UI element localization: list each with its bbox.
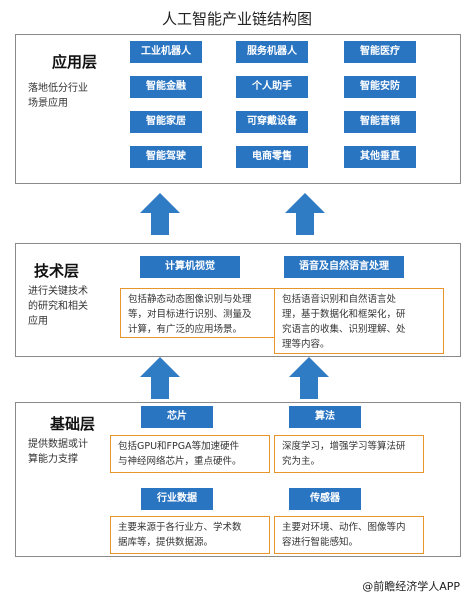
app-item-personal-assistant: 个人助手 bbox=[236, 76, 308, 98]
technology-layer-desc-line-2: 的研究和相关 bbox=[28, 301, 88, 312]
app-item-smart-medical: 智能医疗 bbox=[344, 41, 416, 63]
foundation-item-algorithm: 算法 bbox=[289, 406, 361, 428]
computer-vision-description: 包括静态动态图像识别与处理 等，对目标进行识别、测量及 计算，有广泛的应用场景。 bbox=[120, 288, 282, 338]
app-item-wearable: 可穿戴设备 bbox=[236, 111, 308, 133]
application-layer-desc-line-2: 场景应用 bbox=[28, 98, 68, 109]
sensor-description: 主要对环境、动作、图像等内 容进行智能感知。 bbox=[274, 516, 424, 554]
app-item-smart-finance: 智能金融 bbox=[130, 76, 202, 98]
speech-nlp-description: 包括语音识别和自然语言处 理，基于数据化和框架化，研 究语言的收集、识别理解、处… bbox=[274, 288, 444, 354]
arrow-up-icon bbox=[289, 357, 329, 399]
app-item-smart-home: 智能家居 bbox=[130, 111, 202, 133]
foundation-item-sensor: 传感器 bbox=[289, 488, 361, 510]
foundation-item-chip: 芯片 bbox=[141, 406, 213, 428]
app-item-other-vertical: 其他垂直 bbox=[344, 146, 416, 168]
app-item-ecommerce-retail: 电商零售 bbox=[236, 146, 308, 168]
app-item-service-robot: 服务机器人 bbox=[236, 41, 308, 63]
source-credit: @前瞻经济学人APP bbox=[362, 580, 460, 593]
arrow-up-icon bbox=[140, 193, 180, 235]
foundation-layer-panel: 基础层 提供数据或计 算能力支撑 芯片 算法 包括GPU和FPGA等加速硬件 与… bbox=[15, 402, 461, 557]
foundation-layer-desc-line-1: 提供数据或计 bbox=[28, 439, 88, 450]
technology-layer-desc-line-3: 应用 bbox=[28, 316, 48, 327]
algorithm-description: 深度学习，增强学习等算法研 究为主。 bbox=[274, 435, 424, 473]
technology-layer-panel: 技术层 进行关键技术 的研究和相关 应用 计算机视觉 语音及自然语言处理 包括静… bbox=[15, 243, 461, 357]
tech-item-speech-nlp: 语音及自然语言处理 bbox=[284, 256, 404, 278]
app-item-smart-marketing: 智能营销 bbox=[344, 111, 416, 133]
technology-layer-desc-line-1: 进行关键技术 bbox=[28, 286, 88, 297]
arrow-up-icon bbox=[285, 193, 325, 235]
app-item-industrial-robot: 工业机器人 bbox=[130, 41, 202, 63]
application-layer-desc-line-1: 落地低分行业 bbox=[28, 83, 88, 94]
application-layer-panel: 应用层 落地低分行业 场景应用 工业机器人 服务机器人 智能医疗 智能金融 个人… bbox=[15, 34, 461, 184]
technology-layer-heading: 技术层 bbox=[34, 262, 80, 280]
foundation-layer-heading: 基础层 bbox=[50, 415, 96, 433]
industry-data-description: 主要来源于各行业方、学术数 据库等，提供数据源。 bbox=[110, 516, 270, 554]
tech-item-computer-vision: 计算机视觉 bbox=[140, 256, 240, 278]
foundation-item-industry-data: 行业数据 bbox=[141, 488, 213, 510]
app-item-smart-driving: 智能驾驶 bbox=[130, 146, 202, 168]
chip-description: 包括GPU和FPGA等加速硬件 与神经网络芯片，重点硬件。 bbox=[110, 435, 270, 473]
diagram-title: 人工智能产业链结构图 bbox=[161, 10, 312, 28]
app-item-smart-security: 智能安防 bbox=[344, 76, 416, 98]
foundation-layer-desc-line-2: 算能力支撑 bbox=[28, 454, 78, 465]
application-layer-heading: 应用层 bbox=[52, 53, 98, 71]
arrow-up-icon bbox=[140, 357, 180, 399]
